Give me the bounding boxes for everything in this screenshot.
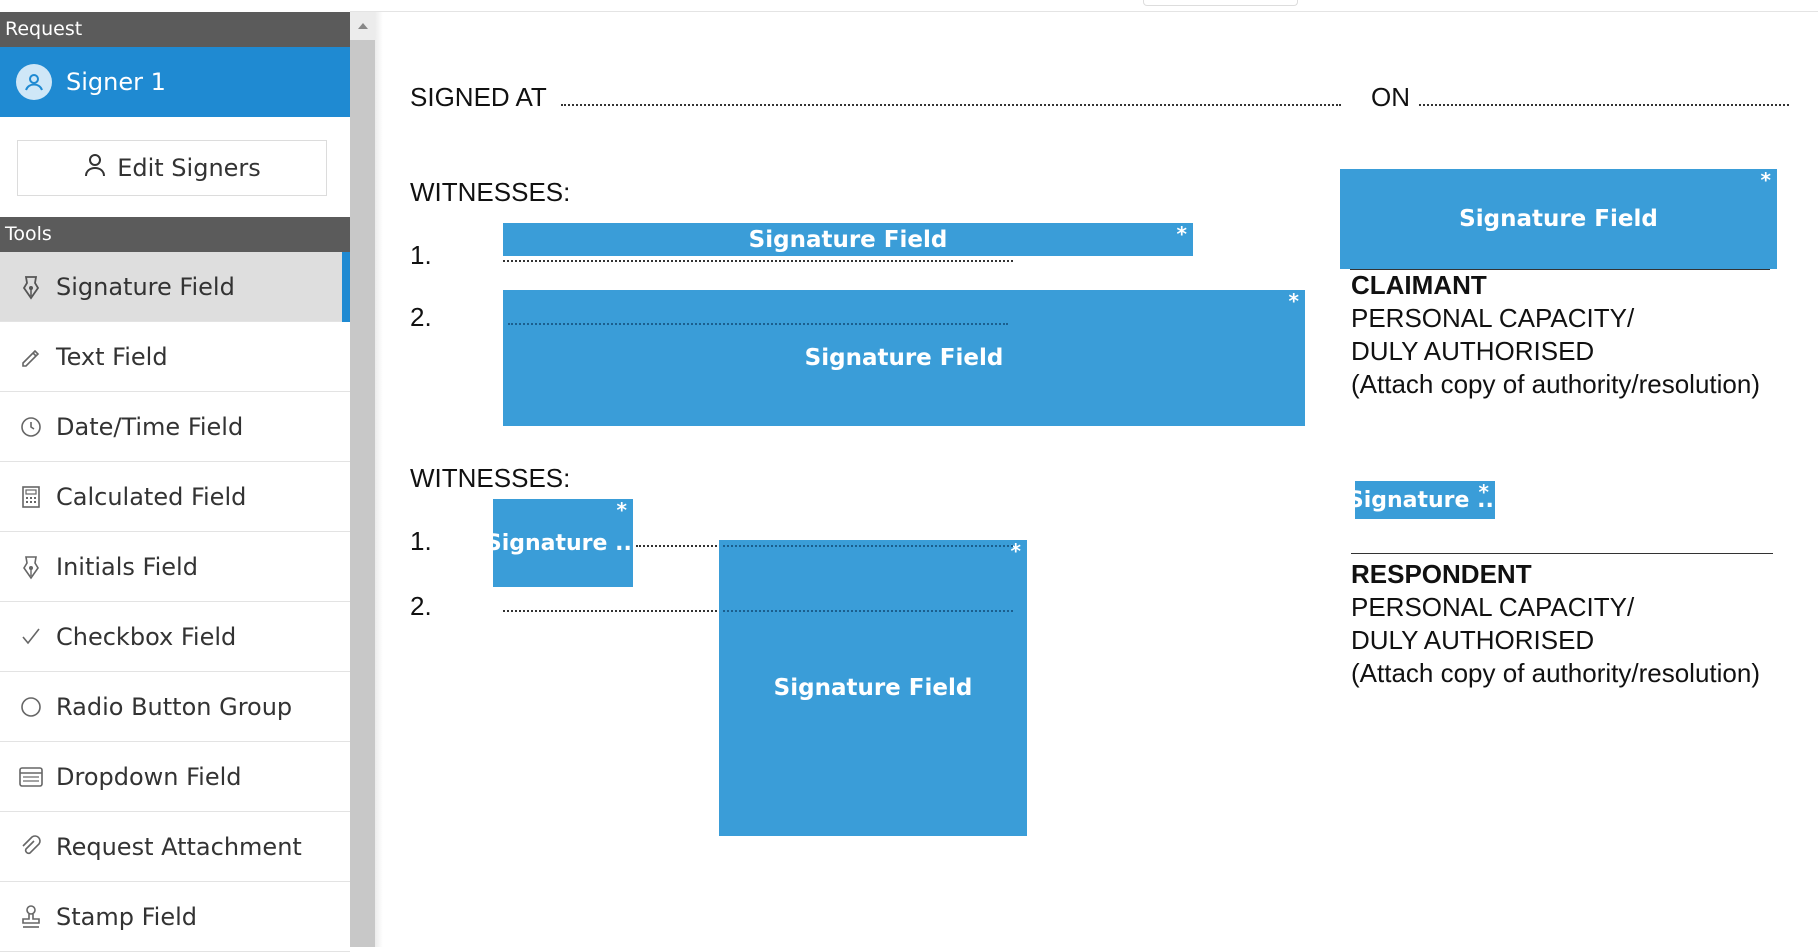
- witnesses-heading: WITNESSES:: [410, 177, 571, 207]
- witness-dotted-line: [508, 323, 1008, 325]
- signed-at-dotted-line: [561, 104, 1341, 106]
- tool-dropdown-field[interactable]: Dropdown Field: [0, 742, 350, 812]
- tool-label: Request Attachment: [56, 832, 302, 861]
- pen-nib-icon: [16, 552, 46, 582]
- tool-label: Text Field: [56, 342, 168, 371]
- claimant-capacity: PERSONAL CAPACITY/: [1351, 303, 1635, 333]
- top-border: [0, 0, 1818, 12]
- signature-field-label: Signature Field: [773, 675, 973, 701]
- tool-label: Stamp Field: [56, 902, 197, 931]
- witness-number: 1.: [410, 240, 432, 270]
- signature-field-label: Signature Field: [1459, 206, 1658, 232]
- tool-label: Initials Field: [56, 552, 198, 581]
- tool-label: Calculated Field: [56, 482, 247, 511]
- paperclip-icon: [16, 832, 46, 862]
- document-page: SIGNED AT ON WITNESSES: 1. 2. Signature …: [383, 12, 1818, 947]
- signature-field-label: Signature ...: [1355, 487, 1495, 513]
- scroll-up-arrow-icon[interactable]: [350, 12, 375, 40]
- tool-initials-field[interactable]: Initials Field: [0, 532, 350, 602]
- claimant-signature-line: [1350, 269, 1770, 270]
- tool-label: Signature Field: [56, 272, 235, 301]
- user-icon: [83, 152, 117, 184]
- sidebar: Request Signer 1 Edit Signers Tools Sign…: [0, 0, 350, 952]
- signature-field[interactable]: Signature Field *: [503, 290, 1305, 426]
- witness-dotted-line: [503, 260, 1013, 262]
- signer-label: Signer 1: [66, 68, 166, 96]
- claimant-label: CLAIMANT: [1351, 270, 1487, 300]
- witness-number: 2.: [410, 302, 432, 332]
- user-avatar-icon: [16, 64, 52, 100]
- tool-calculated-field[interactable]: Calculated Field: [0, 462, 350, 532]
- calculator-icon: [16, 482, 46, 512]
- signature-field-small[interactable]: Signature ... *: [493, 499, 633, 587]
- clock-icon: [16, 412, 46, 442]
- signature-field[interactable]: Signature Field *: [1340, 169, 1777, 269]
- dropdown-list-icon: [16, 762, 46, 792]
- tool-text-field[interactable]: Text Field: [0, 322, 350, 392]
- sidebar-scrollbar[interactable]: [350, 12, 375, 947]
- tool-datetime-field[interactable]: Date/Time Field: [0, 392, 350, 462]
- tool-checkbox-field[interactable]: Checkbox Field: [0, 602, 350, 672]
- tool-signature-field[interactable]: Signature Field: [0, 252, 350, 322]
- tool-label: Radio Button Group: [56, 692, 293, 721]
- required-asterisk: *: [616, 499, 627, 522]
- edit-signers-button[interactable]: Edit Signers: [17, 140, 327, 196]
- signature-field[interactable]: Signature Field *: [503, 223, 1193, 256]
- on-dotted-line: [1419, 104, 1789, 106]
- required-asterisk: *: [1010, 540, 1021, 563]
- respondent-attach-note: (Attach copy of authority/resolution): [1351, 658, 1760, 688]
- claimant-authorised: DULY AUTHORISED: [1351, 336, 1595, 366]
- tool-radio-button-group[interactable]: Radio Button Group: [0, 672, 350, 742]
- checkmark-icon: [16, 622, 46, 652]
- required-asterisk: *: [1478, 481, 1489, 504]
- top-tab: [1143, 0, 1298, 6]
- witness-number: 2.: [410, 591, 432, 621]
- signed-at-label: SIGNED AT: [410, 82, 547, 112]
- tool-label: Dropdown Field: [56, 762, 242, 791]
- tool-label: Date/Time Field: [56, 412, 244, 441]
- respondent-label: RESPONDENT: [1351, 559, 1532, 589]
- document-edge-shadow: [375, 12, 383, 947]
- claimant-attach-note: (Attach copy of authority/resolution): [1351, 369, 1760, 399]
- signature-field[interactable]: Signature Field *: [719, 540, 1027, 836]
- tools-header: Tools: [0, 217, 350, 252]
- tools-list: Signature Field Text Field Date/Time Fie…: [0, 252, 350, 952]
- witness-dotted-line: [723, 610, 1013, 612]
- witness-dotted-line: [723, 545, 1013, 547]
- signature-field-label: Signature ...: [493, 530, 633, 556]
- required-asterisk: *: [1176, 223, 1187, 246]
- respondent-capacity: PERSONAL CAPACITY/: [1351, 592, 1635, 622]
- edit-signers-label: Edit Signers: [117, 154, 261, 182]
- request-header: Request: [0, 12, 350, 47]
- on-label: ON: [1371, 82, 1410, 112]
- radio-circle-icon: [16, 692, 46, 722]
- pen-nib-icon: [16, 272, 46, 302]
- pencil-icon: [16, 342, 46, 372]
- signature-field-label: Signature Field: [804, 345, 1004, 371]
- respondent-authorised: DULY AUTHORISED: [1351, 625, 1595, 655]
- required-asterisk: *: [1288, 290, 1299, 313]
- signature-field-label: Signature Field: [748, 226, 948, 253]
- signature-field-small[interactable]: Signature ... *: [1355, 481, 1495, 519]
- signer-selector[interactable]: Signer 1: [0, 47, 350, 117]
- stamp-icon: [16, 902, 46, 932]
- tool-stamp-field[interactable]: Stamp Field: [0, 882, 350, 952]
- respondent-signature-line: [1351, 553, 1773, 554]
- required-asterisk: *: [1760, 169, 1771, 192]
- tool-label: Checkbox Field: [56, 622, 237, 651]
- witnesses-heading: WITNESSES:: [410, 463, 571, 493]
- witness-number: 1.: [410, 526, 432, 556]
- tool-request-attachment[interactable]: Request Attachment: [0, 812, 350, 882]
